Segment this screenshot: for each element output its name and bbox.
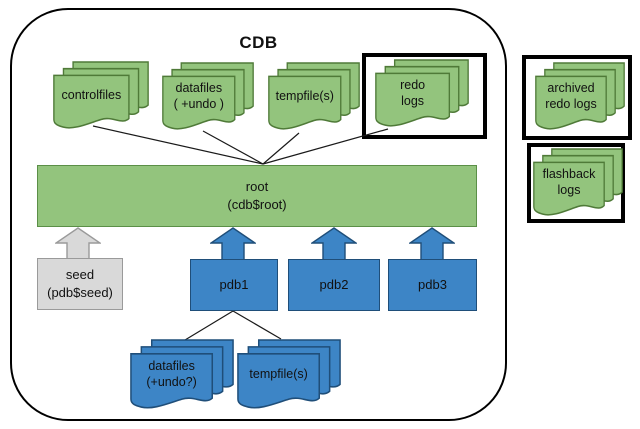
tempfiles-label-text: tempfile(s) (275, 89, 334, 104)
seed-arrow-icon (55, 227, 101, 260)
controlfiles-label-text: controlfiles (61, 88, 122, 103)
seed-label-line2: (pdb$seed) (47, 285, 113, 300)
archived-redo-logs-label: archived redo logs (535, 76, 607, 118)
archived-redo-logs-stack: archived redo logs (535, 62, 625, 132)
root-node: root (cdb$root) (37, 165, 477, 227)
redo-logs-label-line2: logs (401, 94, 425, 108)
redo-logs-stack: redo logs (375, 59, 469, 129)
document-stack-icon (533, 148, 623, 216)
pdb1-label: pdb1 (219, 277, 249, 293)
archived-redo-logs-label-line1: archived (547, 81, 595, 96)
datafiles-label-line2: ( +undo ) (173, 97, 224, 111)
document-stack-icon (130, 339, 234, 409)
tempfiles-stack: tempfile(s) (268, 62, 360, 132)
document-stack-icon (375, 59, 469, 127)
pdb-tempfiles-label-text: tempfile(s) (249, 367, 308, 382)
seed-node: seed (pdb$seed) (37, 258, 123, 310)
pdb-datafiles-label-line1: datafiles (148, 359, 195, 374)
pdb-tempfiles-label: tempfile(s) (237, 353, 320, 396)
controlfiles-label: controlfiles (53, 75, 130, 117)
flashback-logs-stack: flashback logs (533, 148, 623, 218)
flashback-logs-label-line1: flashback (542, 167, 596, 182)
datafiles-label: datafiles ( +undo ) (162, 76, 236, 118)
cdb-title: CDB (239, 33, 278, 52)
pdb3-arrow-icon (409, 227, 455, 260)
flashback-logs-label: flashback logs (533, 162, 605, 204)
pdb3-node: pdb3 (388, 259, 477, 311)
tempfiles-label: tempfile(s) (268, 76, 342, 118)
pdb1-node: pdb1 (190, 259, 278, 311)
root-label-line1: root (245, 179, 269, 195)
pdb-datafiles-stack: datafiles (+undo?) (130, 339, 234, 411)
pdb2-node: pdb2 (288, 259, 380, 311)
pdb-datafiles-label: datafiles (+undo?) (130, 353, 213, 396)
controlfiles-stack: controlfiles (53, 61, 149, 131)
root-label-line2: (cdb$root) (227, 197, 287, 212)
datafiles-label-line1: datafiles (175, 81, 223, 96)
pdb2-arrow-icon (311, 227, 357, 260)
datafiles-stack: datafiles ( +undo ) (162, 62, 254, 132)
pdb1-arrow-icon (210, 227, 256, 260)
redo-logs-label: redo logs (375, 73, 450, 115)
redo-logs-label-line1: redo (400, 78, 426, 93)
document-stack-icon (535, 62, 625, 130)
document-stack-icon (53, 61, 149, 129)
flashback-logs-label-line2: logs (557, 183, 581, 197)
archived-redo-logs-label-line2: redo logs (545, 97, 597, 111)
document-stack-icon (162, 62, 254, 130)
pdb-tempfiles-stack: tempfile(s) (237, 339, 341, 411)
pdb-datafiles-label-line2: (+undo?) (146, 374, 197, 389)
pdb2-label: pdb2 (319, 277, 349, 293)
document-stack-icon (237, 339, 341, 409)
document-stack-icon (268, 62, 360, 130)
pdb3-label: pdb3 (418, 277, 447, 293)
seed-label-line1: seed (65, 267, 95, 283)
